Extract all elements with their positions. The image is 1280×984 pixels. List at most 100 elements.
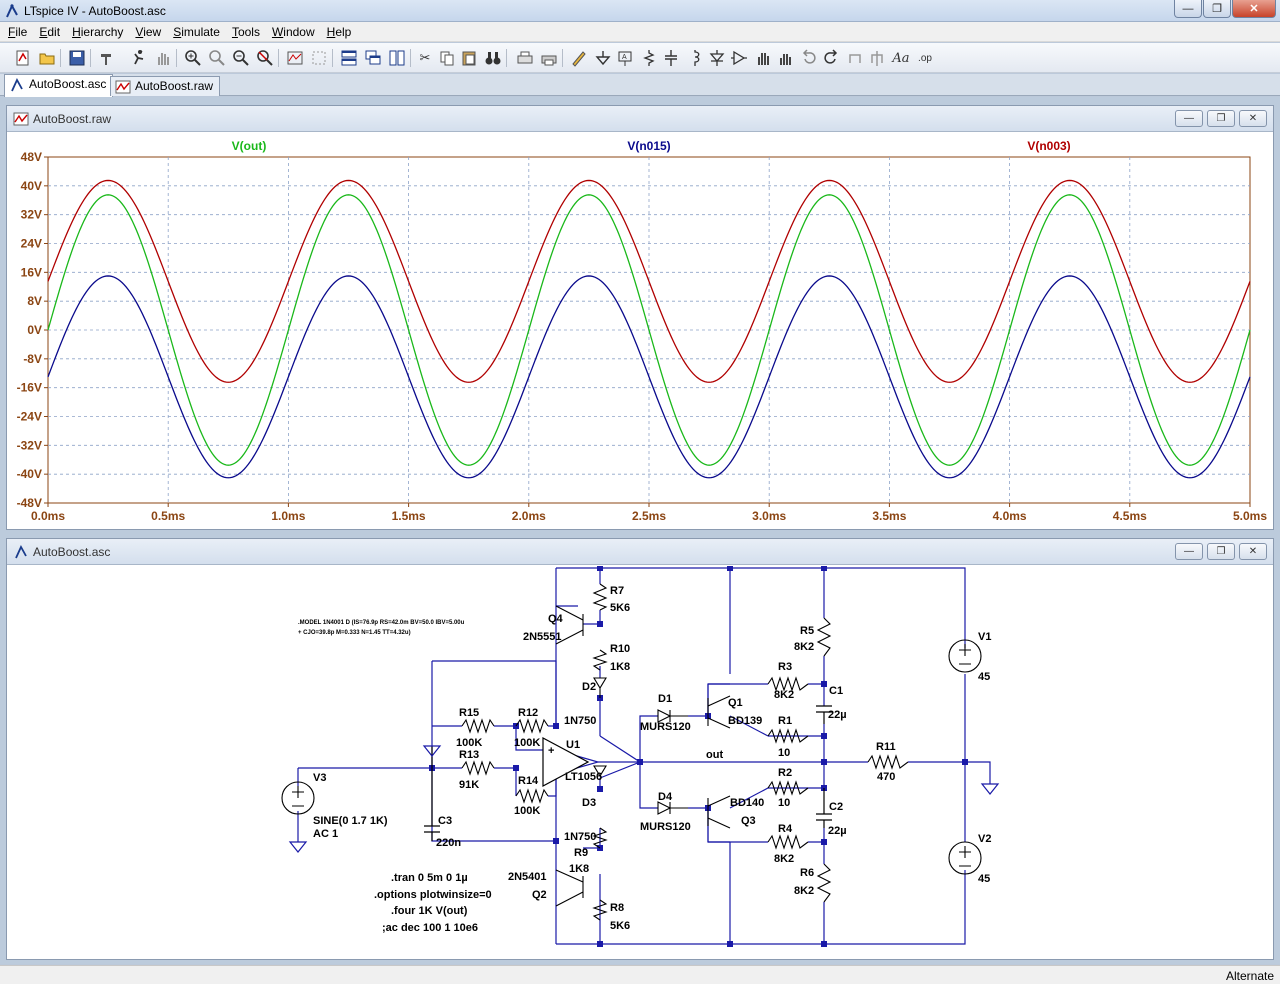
toolbar-separator <box>506 49 507 67</box>
schematic-minimize-button[interactable]: — <box>1175 543 1203 560</box>
zoom-out-icon[interactable] <box>230 47 252 69</box>
run-simulation-icon[interactable] <box>128 47 150 69</box>
toolbar-separator <box>410 49 411 67</box>
model-line-2: + CJO=39.8p M=0.333 N=1.45 TT=4.32u) <box>298 630 411 636</box>
label-v3-sine: SINE(0 1.7 1K) <box>313 815 388 827</box>
schematic-capacitors <box>424 705 832 841</box>
tab-autoboost-asc[interactable]: AutoBoost.asc <box>4 74 114 97</box>
ground-icon[interactable] <box>592 47 614 69</box>
inductor-icon[interactable] <box>684 47 706 69</box>
menu-tools[interactable]: Tools <box>231 25 260 39</box>
autorange-icon[interactable] <box>284 47 306 69</box>
zoom-fit-icon[interactable] <box>254 47 276 69</box>
menu-hierarchy[interactable]: Hierarchy <box>72 25 124 39</box>
waveform-window-controls: — ❐ ✕ <box>1175 110 1267 127</box>
x-tick-label: 0.0ms <box>31 509 65 523</box>
tab-autoboost-raw[interactable]: AutoBoost.raw <box>110 76 221 96</box>
x-tick-label: 4.5ms <box>1113 509 1147 523</box>
capacitor-icon[interactable] <box>660 47 682 69</box>
legend-vn003[interactable]: V(n003) <box>1027 139 1070 153</box>
cut-scissors-icon[interactable]: ✂ <box>419 50 431 65</box>
label-c3: C3 <box>438 815 452 827</box>
waveform-minimize-button[interactable]: — <box>1175 110 1203 127</box>
waveform-close-button[interactable]: ✕ <box>1239 110 1267 127</box>
tile-horizontal-icon[interactable] <box>338 47 360 69</box>
label-net-icon[interactable]: A <box>614 47 636 69</box>
label-c2-value: 22µ <box>828 825 847 837</box>
tile-vertical-icon[interactable] <box>386 47 408 69</box>
menu-help[interactable]: Help <box>326 25 352 39</box>
label-r12: R12 <box>518 707 538 719</box>
rotate-icon[interactable] <box>844 47 866 69</box>
label-r5: R5 <box>800 625 814 637</box>
schematic-drawing[interactable]: + .MODEL 1N4001 D (IS=76.9p RS=42.0m BV=… <box>8 565 1274 960</box>
schematic-canvas[interactable]: + .MODEL 1N4001 D (IS=76.9p RS=42.0m BV=… <box>8 565 1274 960</box>
paste-icon[interactable] <box>458 47 480 69</box>
label-c1: C1 <box>829 685 843 697</box>
mirror-icon[interactable] <box>866 47 888 69</box>
undo-icon[interactable] <box>798 47 820 69</box>
schematic-sources <box>281 639 982 875</box>
waveform-restore-button[interactable]: ❐ <box>1207 110 1235 127</box>
trace-vout <box>47 194 1251 466</box>
label-r8-value: 5K6 <box>610 920 630 932</box>
y-tick-label: 8V <box>27 294 42 308</box>
drag-hand-icon[interactable] <box>774 47 796 69</box>
schematic-window-controls: — ❐ ✕ <box>1175 543 1267 560</box>
label-q4-model: 2N5551 <box>523 631 562 643</box>
new-schematic-icon[interactable] <box>12 47 34 69</box>
pan-icon[interactable] <box>206 47 228 69</box>
menu-window[interactable]: Window <box>271 25 315 39</box>
label-v1-value: 45 <box>978 671 990 683</box>
label-r3: R3 <box>778 661 792 673</box>
menu-simulate[interactable]: Simulate <box>173 25 220 39</box>
component-icon[interactable] <box>728 47 750 69</box>
control-panel-hammer-icon[interactable] <box>96 47 118 69</box>
waveform-chart[interactable]: 48V40V32V24V16V8V0V-8V-16V-24V-32V-40V-4… <box>8 133 1274 530</box>
minimize-button[interactable]: — <box>1174 0 1202 18</box>
cascade-icon[interactable] <box>362 47 384 69</box>
menu-bar: File Edit Hierarchy View Simulate Tools … <box>0 22 1280 42</box>
copy-icon[interactable] <box>436 47 458 69</box>
move-hand-icon[interactable] <box>752 47 774 69</box>
menu-edit[interactable]: Edit <box>39 25 61 39</box>
legend-vout[interactable]: V(out) <box>232 139 267 153</box>
label-r9-value: 1K8 <box>569 863 589 875</box>
print-icon[interactable] <box>538 47 560 69</box>
directive-ac: ;ac dec 100 1 10e6 <box>382 922 478 934</box>
diode-icon[interactable] <box>706 47 728 69</box>
label-q1: Q1 <box>728 697 743 709</box>
maximize-button[interactable]: ❐ <box>1203 0 1231 18</box>
find-binoculars-icon[interactable] <box>482 47 504 69</box>
spice-directive-icon[interactable]: .op <box>918 52 932 64</box>
print-setup-icon[interactable] <box>514 47 536 69</box>
label-d4: D4 <box>658 791 673 803</box>
redo-icon[interactable] <box>820 47 842 69</box>
menu-view[interactable]: View <box>135 25 162 39</box>
waveform-window-title: AutoBoost.raw <box>33 112 112 126</box>
y-tick-label: -16V <box>17 381 42 395</box>
label-r8: R8 <box>610 902 624 914</box>
close-button[interactable]: ✕ <box>1232 0 1276 18</box>
label-r14: R14 <box>518 775 539 787</box>
draw-wire-pencil-icon[interactable] <box>568 47 590 69</box>
zoom-full-icon[interactable] <box>308 47 330 69</box>
opamp-symbol <box>542 737 590 787</box>
schematic-icon <box>11 78 23 92</box>
legend-vn015[interactable]: V(n015) <box>627 139 670 153</box>
text-icon[interactable]: Aa <box>892 50 910 66</box>
halt-hand-icon[interactable] <box>152 47 174 69</box>
toolbar: ✂ A Aa .op <box>0 43 1280 73</box>
menu-file[interactable]: File <box>8 25 28 39</box>
schematic-restore-button[interactable]: ❐ <box>1207 543 1235 560</box>
label-r4: R4 <box>778 823 793 835</box>
zoom-in-icon[interactable] <box>182 47 204 69</box>
schematic-close-button[interactable]: ✕ <box>1239 543 1267 560</box>
y-tick-label: -48V <box>17 496 42 510</box>
open-folder-icon[interactable] <box>36 47 58 69</box>
resistor-icon[interactable] <box>638 47 660 69</box>
y-tick-label: -32V <box>17 438 42 452</box>
save-icon[interactable] <box>66 47 88 69</box>
schematic-labels: .MODEL 1N4001 D (IS=76.9p RS=42.0m BV=50… <box>298 585 991 934</box>
